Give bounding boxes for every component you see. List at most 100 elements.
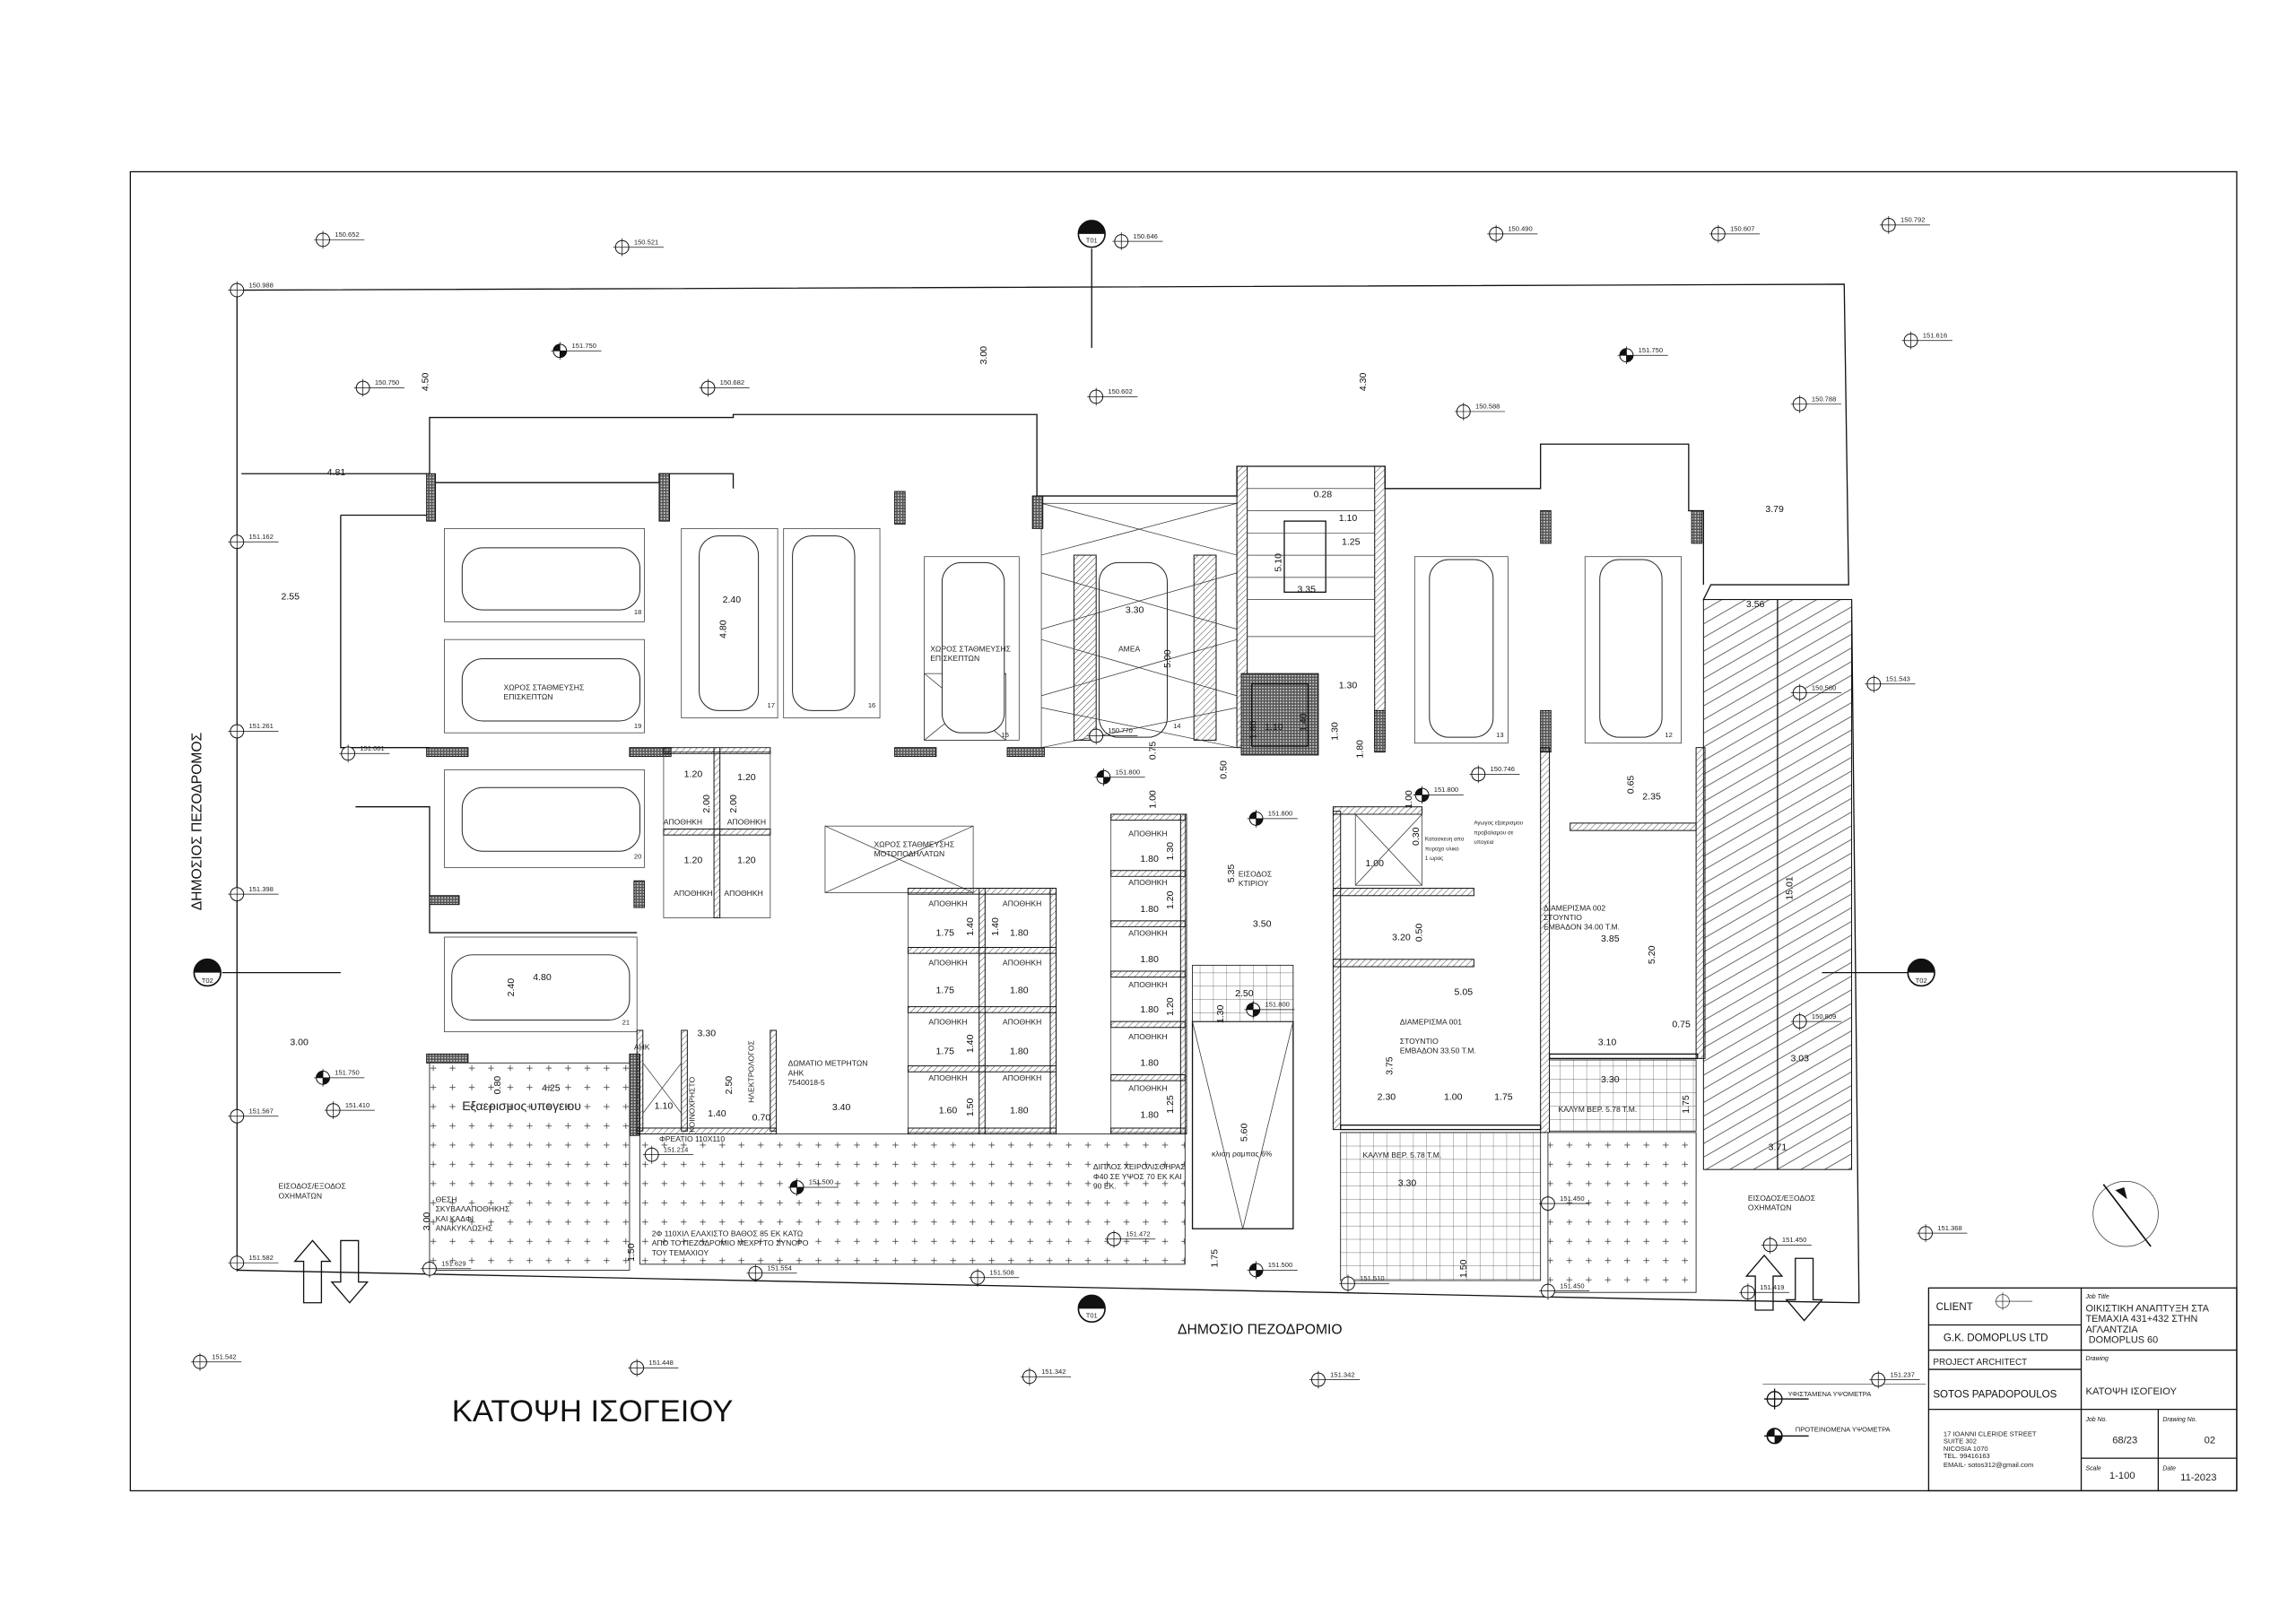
scale-value: 1-100 bbox=[2109, 1471, 2135, 1481]
elevation-point: 150.770 bbox=[1087, 726, 1138, 745]
dimension-value: 1.80 bbox=[1140, 1004, 1159, 1015]
drawing-label: Drawing bbox=[2085, 1356, 2109, 1362]
dimension-value: 1.20 bbox=[1165, 997, 1176, 1016]
job-no-label: Job No. bbox=[2084, 1417, 2107, 1423]
dimension-value: 3.30 bbox=[698, 1029, 717, 1039]
north-arrow-icon bbox=[2092, 1181, 2159, 1247]
legend-proposed: ΠΡΟΤΕΙΝΟΜΕΝΑ ΥΨΟΜΕΤΡΑ bbox=[1796, 1425, 1892, 1433]
dimension-value: 3.03 bbox=[1790, 1054, 1809, 1064]
client-name: G.K. DOMOPLUS LTD bbox=[1944, 1333, 2048, 1344]
elevation-value: 150.809 bbox=[1812, 1012, 1836, 1020]
elevation-point: 151.567 bbox=[228, 1107, 279, 1125]
elevation-value: 150.988 bbox=[248, 281, 273, 289]
label-line: Εξαερισμος υπογειου bbox=[462, 1099, 581, 1113]
storage-room-label: ΑΠΟΘΗΚΗ bbox=[1128, 928, 1167, 937]
label-line: ΣΤΟΥΝΤΙΟ bbox=[1400, 1037, 1439, 1046]
room-label: κλιση ραμπας 6% bbox=[1212, 1149, 1273, 1158]
car-symbols bbox=[451, 535, 1663, 1020]
dimension-value: 3.20 bbox=[1392, 932, 1411, 942]
elevation-point: 151.800 bbox=[1094, 768, 1145, 786]
label-line: ΣΚΥΒΑΛΑΠΟΘΗΚΗΣ bbox=[436, 1204, 510, 1213]
dimension-value: 1.20 bbox=[737, 855, 756, 865]
elevation-point: 151.450 bbox=[1539, 1281, 1590, 1300]
arrow-up-icon bbox=[1744, 1254, 1784, 1311]
elevation-point: 151.261 bbox=[228, 722, 279, 741]
storage-room-label: ΑΠΟΘΗΚΗ bbox=[928, 958, 967, 967]
label-line: ΧΩΡΟΣ ΣΤΑΘΜΕΥΣΗΣ bbox=[504, 682, 585, 691]
date-label: Date bbox=[2162, 1465, 2176, 1472]
dimension-value: 3.50 bbox=[1253, 918, 1272, 929]
elevation-value: 151.450 bbox=[1560, 1281, 1584, 1290]
dimension-value: 1.80 bbox=[1354, 740, 1365, 759]
elevation-value: 150.746 bbox=[1491, 765, 1515, 773]
legend-existing: ΥΦΙΣΤΑΜΕΝΑ ΥΨΟΜΕΤΡΑ bbox=[1787, 1390, 1872, 1398]
car-icon bbox=[1429, 559, 1494, 738]
label-line: Αγωγος εξαερισμου bbox=[1474, 821, 1523, 827]
dimension-value: 0.30 bbox=[1411, 827, 1422, 846]
storage-room-label: ΑΠΟΘΗΚΗ bbox=[1128, 1084, 1167, 1093]
dimension-value: 1.80 bbox=[1140, 1058, 1159, 1069]
label-line: πυραχο υλικο bbox=[1425, 846, 1459, 852]
label-line: 1 ωρας bbox=[1425, 855, 1443, 862]
elevation-value: 151.342 bbox=[1041, 1368, 1065, 1376]
dimension-value: 2.00 bbox=[728, 795, 739, 813]
paved-area bbox=[639, 1133, 1186, 1265]
parking-space-number: 16 bbox=[868, 701, 875, 709]
dimension-value: 1.50 bbox=[965, 1098, 976, 1116]
drawing-name: ΚΑΤΟΨΗ ΙΣΟΓΕΙΟΥ bbox=[2085, 1386, 2177, 1397]
dimension-value: 5.20 bbox=[1647, 945, 1657, 964]
car-icon bbox=[941, 561, 1005, 734]
scale-label: Scale bbox=[2085, 1465, 2100, 1472]
elevation-point: 150.560 bbox=[1790, 683, 1841, 702]
dimension-value: 1.40 bbox=[990, 917, 1001, 936]
ramp-slope-lines bbox=[1192, 1021, 1294, 1229]
elevation-point: 150.652 bbox=[314, 230, 365, 249]
room-label: ΗΛΕΚΤΡΟΛΟΓΟΣ bbox=[747, 1040, 756, 1103]
job-title-line: DOMOPLUS 60 bbox=[2089, 1334, 2158, 1345]
elevation-point: 151.542 bbox=[191, 1352, 242, 1371]
elevation-point: 150.792 bbox=[1879, 216, 1931, 234]
label-line: ΟΧΗΜΑΤΩΝ bbox=[279, 1191, 323, 1200]
dimension-value: 4.30 bbox=[1358, 373, 1369, 392]
elevation-point: 151.582 bbox=[228, 1254, 279, 1272]
label-line: ΔΙΑΜΕΡΙΣΜΑ 001 bbox=[1400, 1017, 1462, 1026]
dimension-value: 3.10 bbox=[1598, 1038, 1617, 1048]
storage-room-label: ΑΠΟΘΗΚΗ bbox=[928, 1017, 967, 1026]
elevation-value: 151.582 bbox=[248, 1254, 273, 1262]
elevation-value: 151.616 bbox=[1923, 331, 1947, 339]
elevation-value: 151.450 bbox=[1560, 1194, 1584, 1203]
address-line: 17 IOANNI CLERIDE STREET bbox=[1944, 1429, 2037, 1437]
dimension-value: 0.65 bbox=[1626, 776, 1637, 795]
dimension-value: 0.50 bbox=[1414, 924, 1425, 942]
dimension-value: 1.80 bbox=[1140, 1109, 1159, 1120]
elevation-point: 151.800 bbox=[1413, 786, 1464, 804]
elevation-point: 150.602 bbox=[1087, 387, 1138, 406]
dimension-value: 1.20 bbox=[684, 769, 703, 780]
label-line: ΑΜΕΑ bbox=[1118, 644, 1141, 653]
storage-room-label: ΑΠΟΘΗΚΗ bbox=[1128, 829, 1167, 838]
dimension-value: 1.80 bbox=[1140, 954, 1159, 965]
dimension-value: 3.40 bbox=[832, 1102, 851, 1113]
label-line: Κατασκευη απο bbox=[1425, 837, 1465, 843]
room-label: Κατασκευη απο πυραχο υλικο 1 ωρας bbox=[1425, 837, 1465, 862]
section-marker-right: T02 bbox=[1907, 958, 1935, 987]
parking-space-number: 13 bbox=[1496, 731, 1503, 739]
dimension-value: 3.00 bbox=[422, 1212, 432, 1231]
section-marker-label: T02 bbox=[202, 977, 213, 985]
label-line: ΕΙΣΟΔΟΣ/ΕΞΟΔΟΣ bbox=[1748, 1194, 1815, 1203]
car-icon bbox=[1599, 559, 1663, 738]
elevation-value: 151.162 bbox=[248, 533, 273, 541]
label-line: ΔΩΜΑΤΙΟ ΜΕΤΡΗΤΩΝ bbox=[788, 1059, 868, 1068]
dimension-value: 2.30 bbox=[1378, 1092, 1396, 1103]
dimension-value: 1.10 bbox=[1339, 513, 1358, 524]
motorcycle-parking bbox=[824, 825, 974, 893]
dimension-value: 5.60 bbox=[1239, 1124, 1250, 1142]
elevation-point: 150.746 bbox=[1469, 765, 1520, 784]
dimension-value: 3.79 bbox=[1765, 504, 1784, 515]
